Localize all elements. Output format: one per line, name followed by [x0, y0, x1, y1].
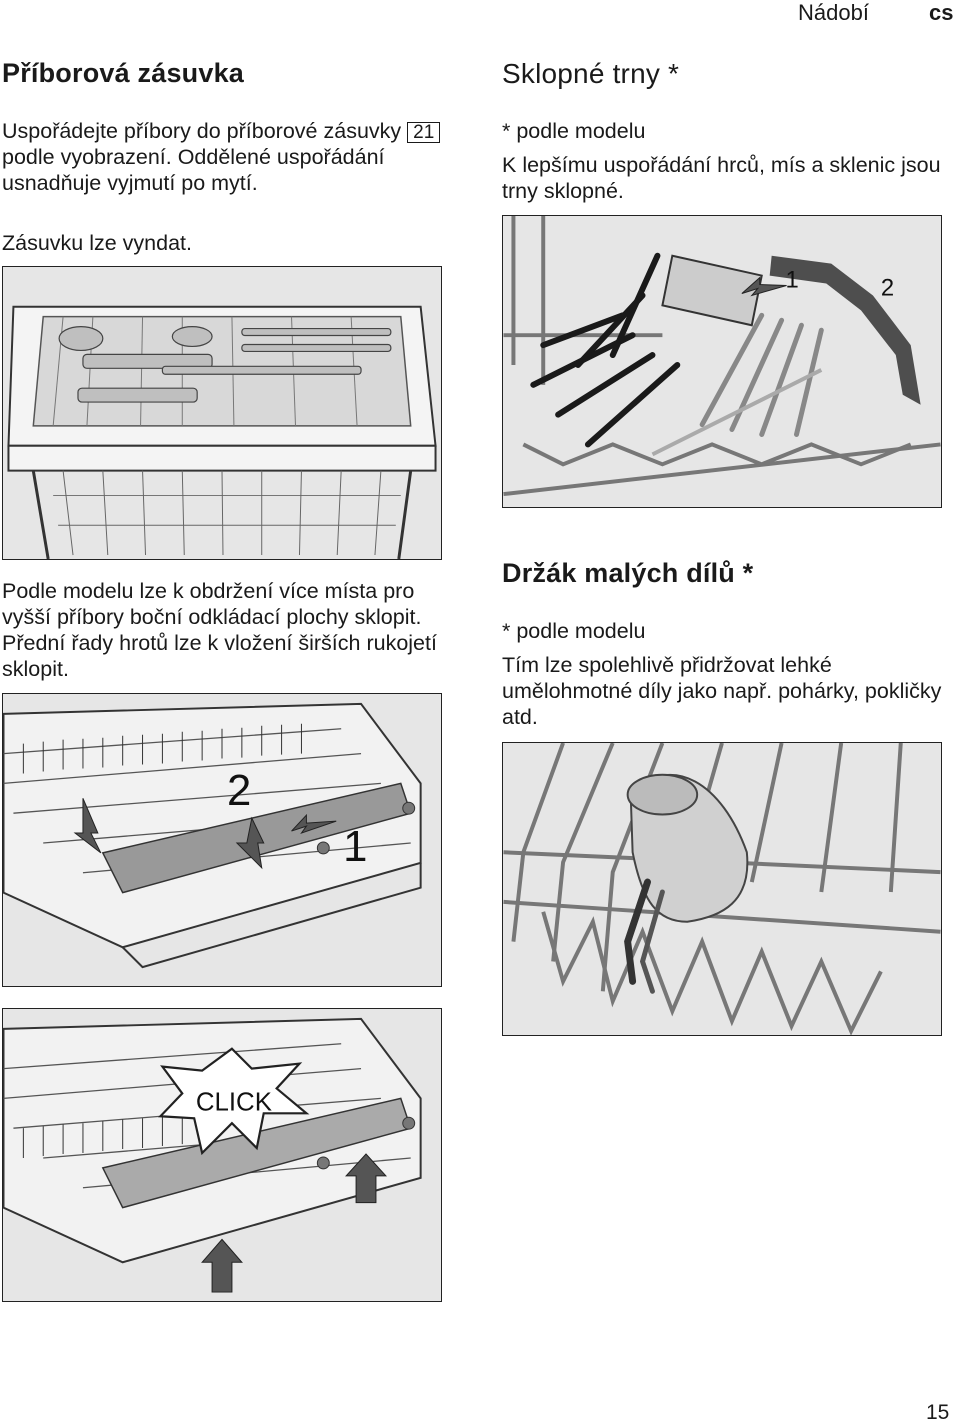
figure-ref-box: 21 [407, 122, 441, 143]
header-lang: cs [929, 0, 954, 25]
cutlery-drawer-illustration [3, 267, 441, 559]
cutlery-p1-before: Uspořádejte příbory do příborové zásuvky [2, 119, 408, 143]
holder-title: Držák malých dílů * [502, 558, 754, 588]
header-section: Nádobí [798, 0, 869, 25]
tines-label-2: 2 [881, 274, 894, 301]
small-parts-holder-figure [502, 742, 942, 1036]
holder-paragraph: Tím lze spolehlivě přidržovat lehké uměl… [502, 653, 942, 729]
tines-illustration: 1 2 [503, 216, 941, 507]
cutlery-title: Příborová zásuvka [2, 58, 245, 88]
tines-paragraph: K lepšímu uspořádání hrců, mís a sklenic… [502, 153, 941, 203]
fold-shelves-figure: 2 1 [2, 693, 442, 987]
small-parts-holder-illustration [503, 743, 941, 1035]
cutlery-p1-after: podle vyobrazení. Oddělené uspořádání us… [2, 145, 385, 195]
tines-title: Sklopné trny * [502, 58, 680, 89]
fold-shelves-illustration: 2 1 [3, 694, 441, 986]
cutlery-paragraph-3: Podle modelu lze k obdržení více místa p… [2, 579, 437, 681]
cutlery-paragraph-2: Zásuvku lze vyndat. [2, 231, 193, 255]
fold-label-2: 2 [227, 766, 251, 815]
page-number: 15 [926, 1401, 950, 1424]
click-figure: CLICK [2, 1008, 442, 1302]
click-label: CLICK [196, 1088, 272, 1116]
cutlery-drawer-figure [2, 266, 442, 560]
tines-label-1: 1 [786, 267, 799, 294]
fold-label-1: 1 [343, 822, 367, 871]
tines-figure: 1 2 [502, 215, 942, 508]
holder-note: * podle modelu [502, 619, 646, 643]
tines-note: * podle modelu [502, 119, 646, 143]
click-illustration: CLICK [3, 1009, 441, 1301]
cutlery-paragraph-1: Uspořádejte příbory do příborové zásuvky… [2, 118, 452, 196]
